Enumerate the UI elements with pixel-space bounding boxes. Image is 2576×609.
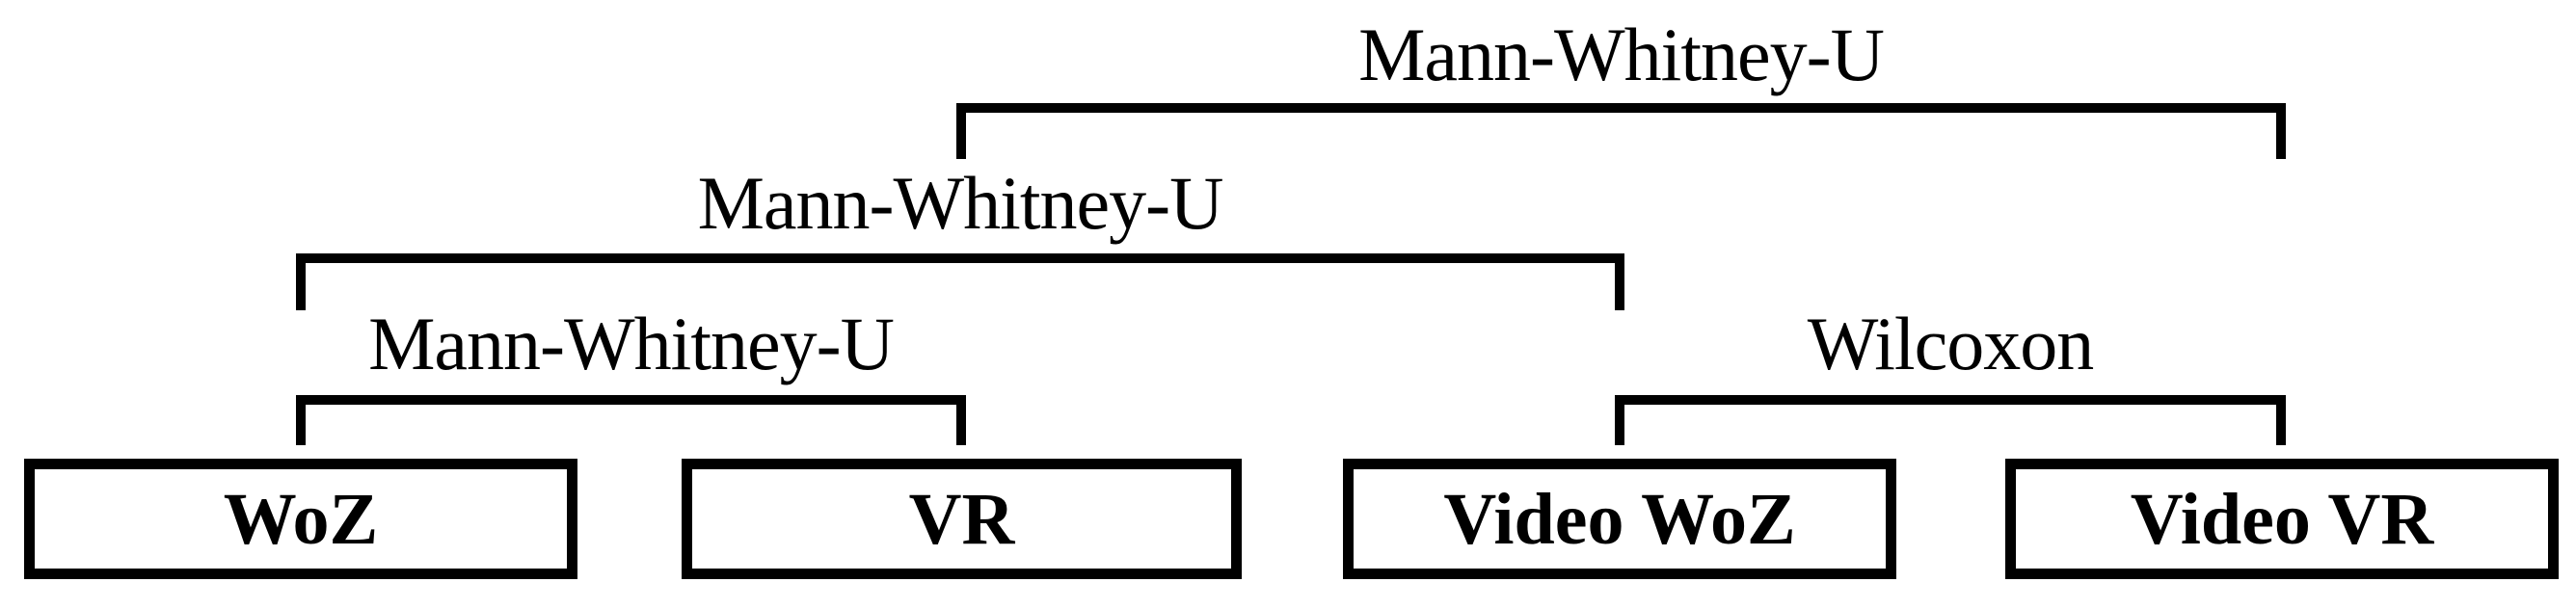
condition-label-vr: VR — [908, 478, 1015, 560]
condition-label-woz: WoZ — [223, 478, 379, 560]
condition-box-video-woz: Video WoZ — [1343, 459, 1896, 579]
bracket-label-mann-whitney-u-top: Mann-Whitney-U — [1358, 13, 1885, 96]
bracket-label-mann-whitney-u-middle: Mann-Whitney-U — [697, 161, 1224, 245]
condition-label-video-woz: Video WoZ — [1443, 478, 1796, 560]
condition-label-video-vr: Video VR — [2130, 478, 2434, 560]
condition-box-vr: VR — [682, 459, 1242, 579]
condition-box-video-vr: Video VR — [2005, 459, 2559, 579]
bracket-label-mann-whitney-u-inner-left: Mann-Whitney-U — [368, 302, 895, 385]
condition-box-woz: WoZ — [24, 459, 577, 579]
bracket-label-wilcoxon: Wilcoxon — [1807, 302, 2094, 385]
bracket-inner-right-connector — [1615, 395, 2286, 445]
bracket-top-connector — [956, 103, 2286, 159]
bracket-middle-connector — [296, 253, 1624, 310]
bracket-inner-left-connector — [296, 395, 966, 445]
